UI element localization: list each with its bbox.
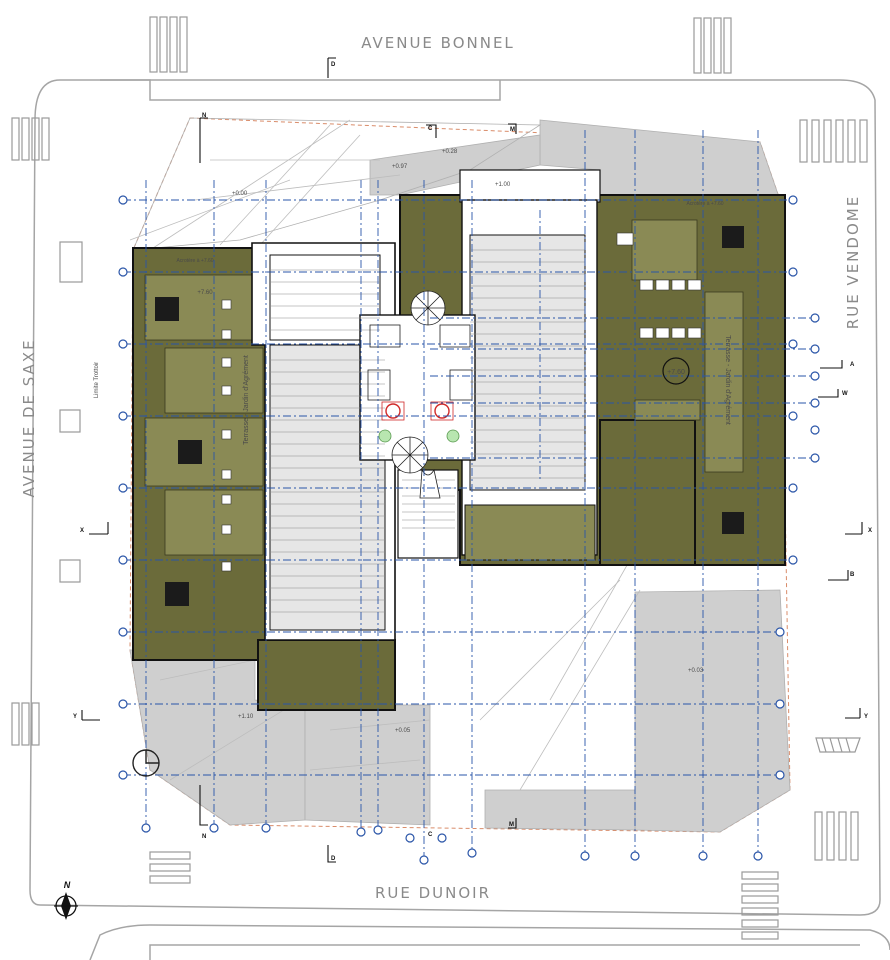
marker-y-right: Y bbox=[864, 714, 868, 720]
elevation-3: +0.28 bbox=[442, 149, 458, 155]
marker-x-left: X bbox=[80, 528, 84, 534]
paving-areas bbox=[129, 117, 791, 833]
planters bbox=[144, 219, 744, 556]
sidewalk-box-3 bbox=[59, 559, 81, 583]
marker-x-right: X bbox=[868, 528, 872, 534]
parking-chevrons bbox=[815, 737, 861, 753]
sidewalk-label: Limite Trottoir bbox=[94, 362, 100, 398]
stair bbox=[397, 469, 459, 559]
marker-y-left: Y bbox=[73, 714, 77, 720]
marker-m-top: M bbox=[510, 127, 515, 133]
core-details bbox=[367, 290, 473, 499]
interior-east-south bbox=[464, 504, 596, 561]
terrace-southwest bbox=[257, 639, 396, 711]
street-west: AVENUE DE SAXE bbox=[20, 338, 38, 497]
marker-w-right: W bbox=[842, 391, 848, 397]
elevation-6: +0.05 bbox=[395, 728, 411, 734]
marker-n-bottom: N bbox=[202, 834, 206, 840]
marker-d-top: D bbox=[331, 62, 336, 68]
street-north: AVENUE BONNEL bbox=[361, 34, 515, 52]
sidewalk-box-1 bbox=[59, 241, 83, 283]
level-marker: +7.60 bbox=[662, 357, 690, 385]
crosswalk-left-top bbox=[11, 117, 50, 161]
elevation-1: +0.00 bbox=[232, 191, 248, 197]
terrace-label-east: Terrasse - Jardin d'Agrément bbox=[724, 335, 731, 425]
marker-b-right: B bbox=[850, 572, 855, 578]
acrotere-label-west: Acrotère à +7.60 bbox=[176, 258, 213, 264]
north-arrow-label: N bbox=[64, 880, 71, 890]
street-outlines bbox=[29, 79, 890, 960]
elevation-4: +1.10 bbox=[238, 714, 254, 720]
structural-grid bbox=[123, 130, 815, 860]
level-marker-text: +7.60 bbox=[667, 369, 685, 376]
crosswalk-top-right bbox=[693, 17, 732, 74]
crosswalk-bottom-left bbox=[149, 851, 191, 884]
crosswalk-bottom-right bbox=[741, 871, 779, 940]
crosswalks bbox=[11, 16, 868, 940]
crosswalk-right-top bbox=[799, 119, 868, 163]
section-markers bbox=[81, 57, 863, 863]
street-east: RUE VENDOME bbox=[844, 195, 862, 329]
section-letters: D N C M X Y X Y B A W N M D C bbox=[73, 62, 872, 862]
grid-bubbles bbox=[118, 195, 820, 865]
ground-lines bbox=[129, 119, 641, 791]
round-marker bbox=[132, 749, 160, 777]
crosswalk-left-bottom bbox=[11, 702, 40, 746]
property-line bbox=[129, 117, 791, 833]
north-arrow-icon: N bbox=[54, 880, 78, 920]
crosswalk-right-bottom bbox=[814, 811, 859, 861]
street-south: RUE DUNOIR bbox=[375, 884, 491, 902]
terrace-label-west: Terrasse - Jardin d'Agrément bbox=[243, 355, 250, 445]
marker-n-top: N bbox=[202, 113, 206, 119]
marker-c-top: C bbox=[428, 126, 433, 132]
sidewalk-box-2 bbox=[59, 409, 81, 433]
dark-planters bbox=[155, 226, 744, 606]
marker-d-bottom: D bbox=[331, 856, 336, 862]
marker-m-bottom: M bbox=[509, 822, 514, 828]
level-label-west: +7.60 bbox=[197, 290, 213, 296]
grid-bubble-icon bbox=[118, 195, 128, 205]
elevation-8: +1.00 bbox=[495, 182, 511, 188]
crosswalk-top-left bbox=[149, 16, 188, 73]
elevation-5: +0.03 bbox=[688, 668, 704, 674]
elevation-2: +0.97 bbox=[392, 164, 408, 170]
labels: AVENUE BONNEL RUE DUNOIR AVENUE DE SAXE … bbox=[20, 34, 862, 902]
white-pads bbox=[221, 232, 702, 572]
core-fixtures bbox=[378, 401, 460, 443]
interior-east-floor bbox=[469, 234, 586, 491]
marker-c-bottom: C bbox=[428, 832, 433, 838]
marker-a-right: A bbox=[850, 362, 855, 368]
acrotere-label-east: Acrotère à +7.60 bbox=[686, 201, 723, 207]
interior-east-top bbox=[459, 169, 601, 203]
floor-hatch bbox=[270, 249, 585, 613]
